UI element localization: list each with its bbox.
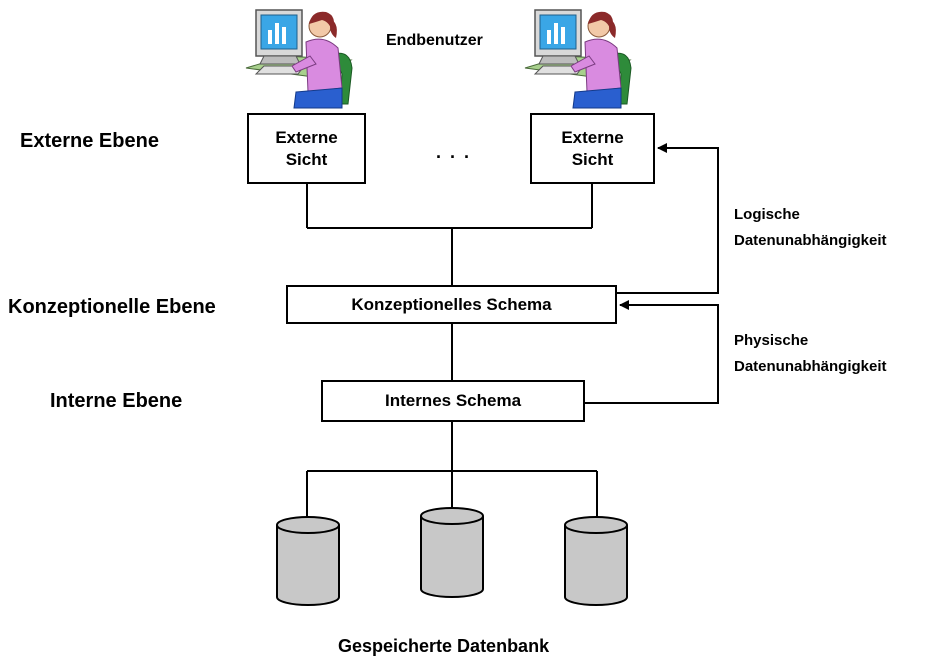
logical-independence-line1: Logische <box>734 206 800 223</box>
database-cylinder-middle <box>420 507 484 598</box>
end-user-label: Endbenutzer <box>386 32 483 49</box>
internal-schema-label: Internes Schema <box>384 391 522 410</box>
external-connector-lines <box>306 183 598 525</box>
internal-level-label: Interne Ebene <box>50 390 183 412</box>
conceptual-schema-box: Konzeptionelles Schema <box>286 285 617 324</box>
external-view-right-line2: Sicht <box>571 149 614 169</box>
logical-independence-label: Logische Datenunabhängigkeit <box>734 202 887 254</box>
physical-independence-line2: Datenunabhängigkeit <box>734 358 887 375</box>
conceptual-schema-label: Konzeptionelles Schema <box>351 294 552 314</box>
ellipsis: . . . <box>436 142 472 162</box>
logical-independence-arrow <box>617 143 719 294</box>
physical-independence-arrow <box>585 300 719 404</box>
database-cylinder-right <box>564 516 628 606</box>
stored-database-label: Gespeicherte Datenbank <box>338 636 550 656</box>
external-view-box-right: Externe Sicht <box>530 113 655 184</box>
external-view-right-line1: Externe <box>561 127 624 147</box>
physical-independence-line1: Physische <box>734 332 809 349</box>
end-user-right-icon <box>524 9 632 109</box>
external-view-box-left: Externe Sicht <box>247 113 366 184</box>
logical-independence-line2: Datenunabhängigkeit <box>734 232 887 249</box>
conceptual-level-label: Konzeptionelle Ebene <box>8 296 216 318</box>
external-level-label: Externe Ebene <box>20 130 159 152</box>
external-view-left-line1: Externe <box>275 127 338 147</box>
database-cylinder-left <box>276 516 340 606</box>
physical-independence-label: Physische Datenunabhängigkeit <box>734 328 887 380</box>
external-view-left-line2: Sicht <box>285 149 328 169</box>
internal-schema-box: Internes Schema <box>321 380 585 422</box>
end-user-left-icon <box>245 9 353 109</box>
